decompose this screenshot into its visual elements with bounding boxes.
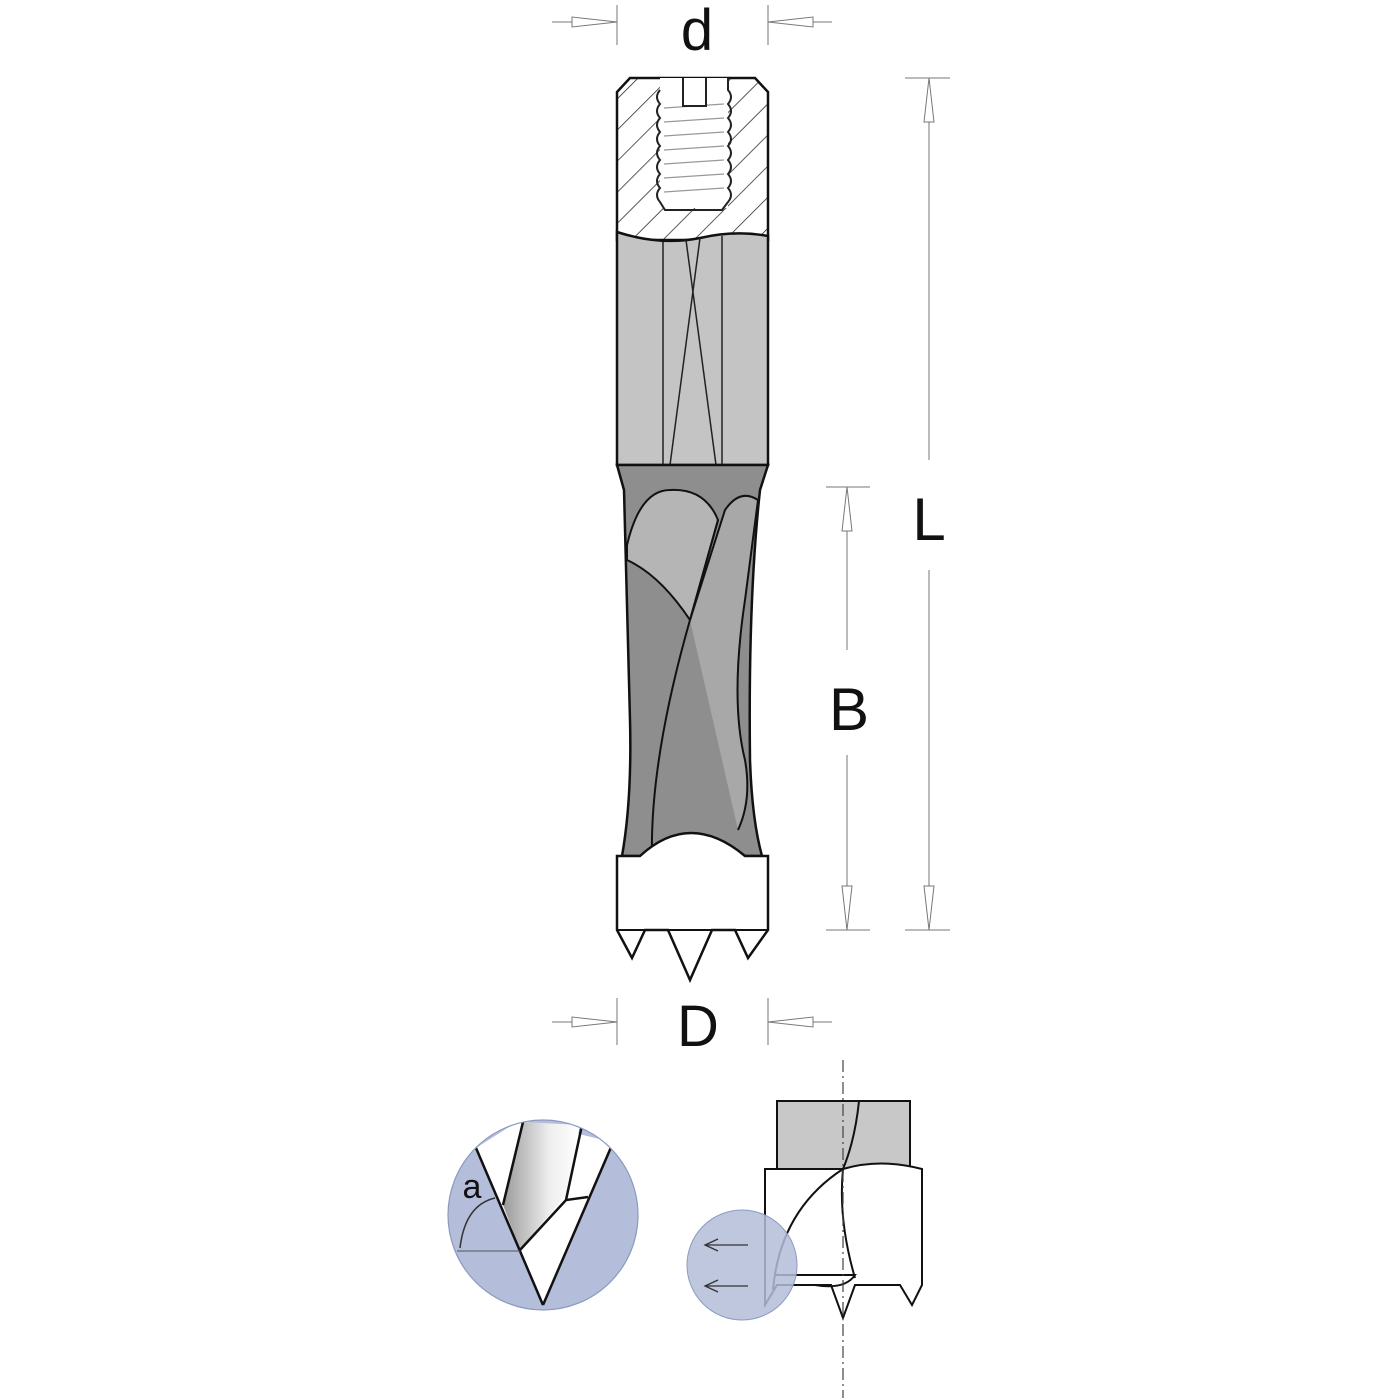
shank-section bbox=[615, 76, 770, 242]
dimension-d bbox=[552, 5, 832, 45]
side-detail bbox=[686, 1060, 923, 1398]
label-D: D bbox=[677, 994, 719, 1059]
dimension-B bbox=[826, 486, 870, 931]
shank-body bbox=[615, 230, 770, 467]
cutting-tip bbox=[615, 831, 770, 984]
dimension-L bbox=[905, 77, 950, 931]
angle-detail bbox=[447, 1119, 639, 1311]
label-d: d bbox=[681, 0, 713, 63]
label-L: L bbox=[912, 486, 945, 553]
flute-body bbox=[615, 463, 770, 858]
label-B: B bbox=[829, 676, 869, 743]
dimension-D bbox=[552, 998, 832, 1045]
label-angle-a: a bbox=[463, 1168, 482, 1206]
